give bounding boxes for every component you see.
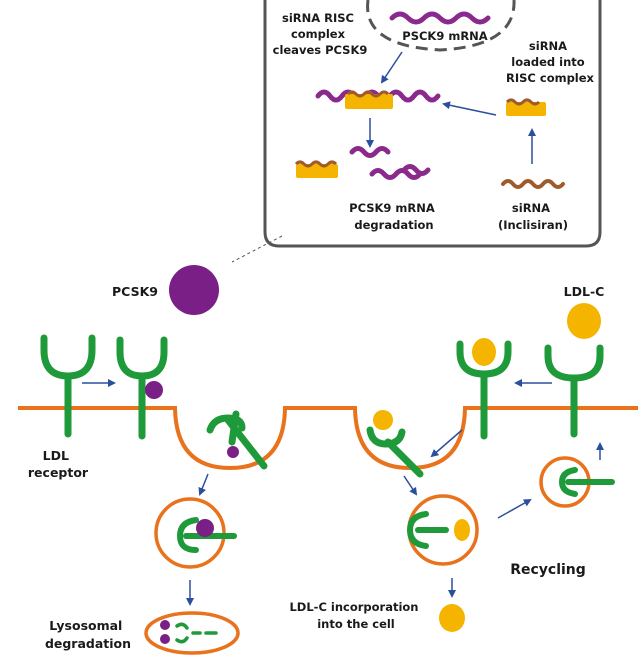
cell-membrane (18, 406, 638, 471)
recycling-label: Recycling (510, 562, 586, 578)
sirna-loaded-label: siRNA loaded into RISC complex (506, 39, 595, 85)
ldlc-in-right-endosome (454, 519, 470, 541)
receptor-in-right-pit (366, 410, 424, 478)
arrow-loaded-to-risc (442, 101, 497, 116)
sirna-inclisiran-label: siRNA (Inclisiran) (498, 201, 568, 232)
arrow-pit-to-left-endosome (198, 473, 209, 496)
mrna-fragment-1 (349, 146, 391, 158)
arrow-ldlc-into-pit (430, 429, 463, 458)
arrow-mrna-to-risc (380, 51, 403, 84)
receptor-in-right-endosome (406, 511, 470, 549)
pcsk9-mrna-label: PSCK9 mRNA (402, 29, 488, 43)
lysosome (144, 611, 240, 655)
sirna-inclisiran-strand (501, 179, 565, 189)
ldl-receptor-empty (40, 334, 96, 438)
inset-box-border (263, 0, 602, 248)
ldl-receptor-label: LDL receptor (28, 448, 89, 480)
sirna-on-risc-right (505, 98, 541, 106)
sirna-on-risc-bottom (294, 160, 338, 168)
ldlc-in-right-pit (373, 410, 393, 430)
ldl-receptor-pcsk9-bound (116, 336, 168, 440)
mrna-degradation-label: PCSK9 mRNA degradation (349, 201, 439, 232)
risc-complex-with-mrna (345, 94, 393, 109)
arrow-endosome-to-recycling (497, 499, 532, 519)
risc-cleaves-label: siRNA RISC complex cleaves PCSK9 (273, 11, 368, 57)
receptor-in-left-pit (206, 410, 268, 470)
risc-complex-after-cleavage (296, 164, 338, 178)
sirna-mechanism-inset: PSCK9 mRNA siRNA RISC complex cleaves PC… (263, 0, 602, 248)
nucleus-dashed-boundary (366, 0, 516, 52)
pcsk9-protein (169, 265, 219, 315)
ldlc-bound-to-receptor (472, 338, 496, 366)
degraded-fragments (160, 620, 218, 644)
ldl-receptor-recycled (544, 344, 604, 438)
receptor-in-left-endosome (176, 517, 237, 553)
inset-connector-line (231, 235, 283, 263)
receptor-in-recycling-vesicle (558, 467, 615, 497)
pcsk9-in-left-endosome (196, 519, 214, 537)
ldlc-incorporation-label: LDL-C incorporation into the cell (289, 600, 422, 631)
pcsk9-in-left-pit (227, 446, 239, 458)
sirna-on-risc-middle (346, 90, 390, 98)
ldlc-label: LDL-C (564, 284, 605, 299)
pcsk9-bound-to-receptor (145, 381, 163, 399)
ldlc-incorporated (439, 604, 465, 632)
mrna-fragment-3 (401, 164, 431, 176)
mrna-fragment-2 (369, 168, 423, 180)
ldlc-particle-free (567, 303, 601, 339)
pcsk9-mrna-squiggle (389, 11, 491, 25)
arrow-pit-to-right-endosome (403, 475, 418, 496)
ldl-receptor-ldlc-bound (456, 338, 512, 440)
pcsk9-label: PCSK9 (112, 284, 158, 299)
lysosomal-degradation-label: Lysosomal degradation (45, 618, 131, 651)
risc-complex-loaded (506, 102, 546, 116)
